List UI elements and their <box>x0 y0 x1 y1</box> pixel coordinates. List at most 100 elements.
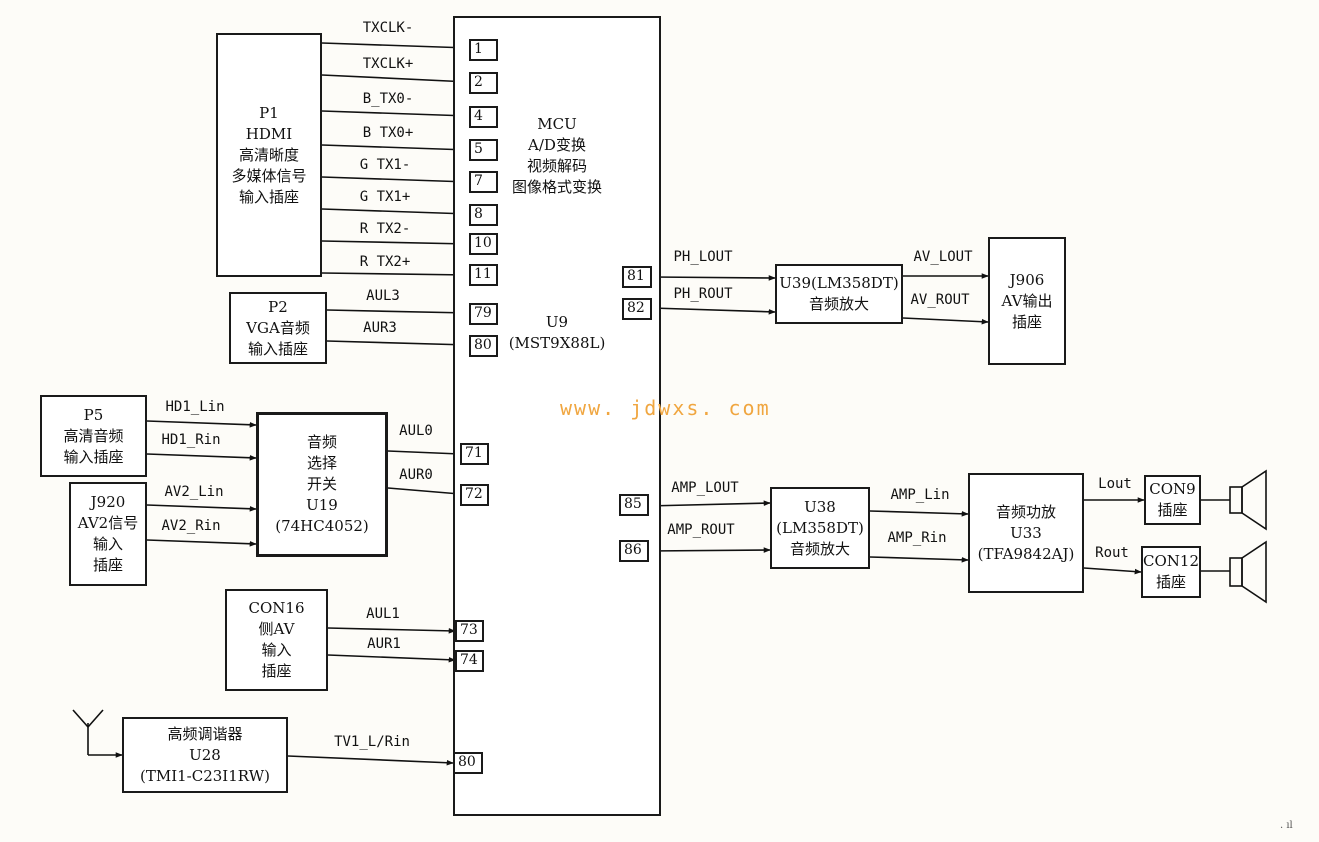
signal-label-txclk-minus: TXCLK- <box>362 20 414 36</box>
block-line: VGA音频 <box>246 318 310 337</box>
speaker-bottom-cone <box>1241 540 1267 604</box>
j920-av2-block: J920 AV2信号 输入 插座 <box>69 482 147 586</box>
signal-label-av2-lin: AV2_Lin <box>164 484 224 500</box>
block-line: 高频调谐器 <box>167 724 243 743</box>
signal-label-av-lout: AV_LOUT <box>913 249 973 265</box>
pin-80-vga: 80 <box>469 335 498 357</box>
pin-81: 81 <box>622 266 652 288</box>
wire-av-rout <box>902 317 989 325</box>
con12-block: CON12 插座 <box>1141 546 1201 598</box>
signal-label-lout: Lout <box>1098 476 1132 492</box>
speaker-top-cone <box>1241 469 1267 531</box>
signal-label-r-tx2-minus: R TX2- <box>359 221 411 237</box>
wire-aur0 <box>387 487 461 497</box>
wire-aur1 <box>327 654 456 663</box>
signal-label-aur3: AUR3 <box>363 320 397 336</box>
wire-aur3 <box>326 340 470 348</box>
speaker-top-magnet <box>1229 486 1243 514</box>
pin-74: 74 <box>455 650 484 672</box>
block-line: 选择 <box>306 454 337 472</box>
pin-7: 7 <box>469 171 498 193</box>
pin-71: 71 <box>460 443 489 465</box>
watermark: www. jdwxs. com <box>560 396 771 420</box>
wire-aul0 <box>387 450 461 457</box>
con16-side-av-block: CON16 侧AV 输入 插座 <box>225 589 328 691</box>
signal-label-b-tx0-plus: B TX0+ <box>362 125 414 141</box>
block-line: 输入 <box>92 535 123 553</box>
signal-label-ph-lout: PH_LOUT <box>673 249 733 265</box>
wire-hd1-rin <box>146 453 257 461</box>
mcu-line: 图像格式变换 <box>511 178 602 196</box>
signal-label-r-tx2-plus: R TX2+ <box>359 254 411 270</box>
block-line: AV输出 <box>1001 291 1053 310</box>
block-line: U38 <box>804 497 836 516</box>
block-line: (TFA9842AJ) <box>977 544 1075 563</box>
signal-label-aul0: AUL0 <box>399 423 433 439</box>
block-line: U19 <box>306 496 338 514</box>
pin-86: 86 <box>619 540 649 562</box>
wire-g-tx1-plus <box>321 208 470 217</box>
wire-amp-rin <box>869 556 969 563</box>
signal-label-txclk-plus: TXCLK+ <box>362 56 414 72</box>
mcu-line: 视频解码 <box>526 157 587 175</box>
wire-ph-lout <box>651 275 776 281</box>
signal-label-amp-rin: AMP_Rin <box>887 530 947 546</box>
block-line: 插座 <box>261 662 292 680</box>
block-line: 插座 <box>92 556 123 574</box>
block-line: 输入插座 <box>238 187 299 206</box>
block-line: J920 <box>90 493 126 511</box>
signal-label-rout: Rout <box>1095 545 1129 561</box>
signal-label-aul3: AUL3 <box>366 288 400 304</box>
u28-tuner-block: 高频调谐器 U28 (TMI1-C23I1RW) <box>122 717 288 793</box>
signal-label-av2-rin: AV2_Rin <box>161 518 221 534</box>
wire-txclk-plus <box>321 74 470 85</box>
block-line: P1 <box>259 103 279 122</box>
signal-label-tv1: TV1_L/Rin <box>334 734 410 750</box>
signal-label-amp-lout: AMP_LOUT <box>671 480 739 496</box>
block-line: 插座 <box>1155 573 1186 591</box>
block-line: J906 <box>1009 270 1045 289</box>
signal-label-amp-lin: AMP_Lin <box>890 487 950 503</box>
block-line: 输入 <box>261 641 292 659</box>
pin-10: 10 <box>469 233 498 255</box>
block-line: 插座 <box>1011 312 1042 331</box>
wire-ph-rout <box>651 307 776 315</box>
u33-power-amp-block: 音频功放 U33 (TFA9842AJ) <box>968 473 1084 593</box>
antenna-right <box>87 709 104 728</box>
wire-rout <box>1083 567 1142 575</box>
wire-aul1 <box>327 627 456 634</box>
p2-vga-audio-block: P2 VGA音频 输入插座 <box>229 292 327 364</box>
wire-amp-rout <box>646 547 771 553</box>
block-line: 多媒体信号 <box>231 166 307 185</box>
block-line: U33 <box>1010 523 1042 542</box>
signal-label-ph-rout: PH_ROUT <box>673 286 733 302</box>
block-line: P2 <box>268 297 288 316</box>
signal-label-amp-rout: AMP_ROUT <box>667 522 735 538</box>
block-line: 插座 <box>1157 501 1188 519</box>
wire-hd1-lin <box>146 420 257 428</box>
block-line: HDMI <box>245 124 293 143</box>
block-line: 侧AV <box>258 620 295 638</box>
block-line: CON9 <box>1149 480 1196 498</box>
signal-label-g-tx1-plus: G TX1+ <box>359 189 411 205</box>
block-line: (LM358DT) <box>776 518 864 537</box>
wire-r-tx2-plus <box>321 272 470 278</box>
signal-label-g-tx1-minus: G TX1- <box>359 157 411 173</box>
block-line: 音频放大 <box>789 539 850 558</box>
block-line: P5 <box>83 405 104 424</box>
block-line: AV2信号 <box>77 514 139 532</box>
signal-label-av-rout: AV_ROUT <box>910 292 970 308</box>
signal-label-hd1-rin: HD1_Rin <box>161 432 221 448</box>
pin-72: 72 <box>460 484 489 506</box>
wire-amp-lout <box>646 500 771 507</box>
u19-audio-switch-block: 音频 选择 开关 U19 (74HC4052) <box>256 412 388 557</box>
j906-av-out-block: J906 AV输出 插座 <box>988 237 1066 365</box>
signal-label-aur1: AUR1 <box>367 636 401 652</box>
wire-av2-rin <box>146 539 257 547</box>
pin-8: 8 <box>469 204 498 226</box>
mcu-model: U9 <box>545 313 569 331</box>
u39-audio-amp-block: U39(LM358DT) 音频放大 <box>775 264 903 324</box>
corner-mark: . ıl <box>1280 820 1293 831</box>
